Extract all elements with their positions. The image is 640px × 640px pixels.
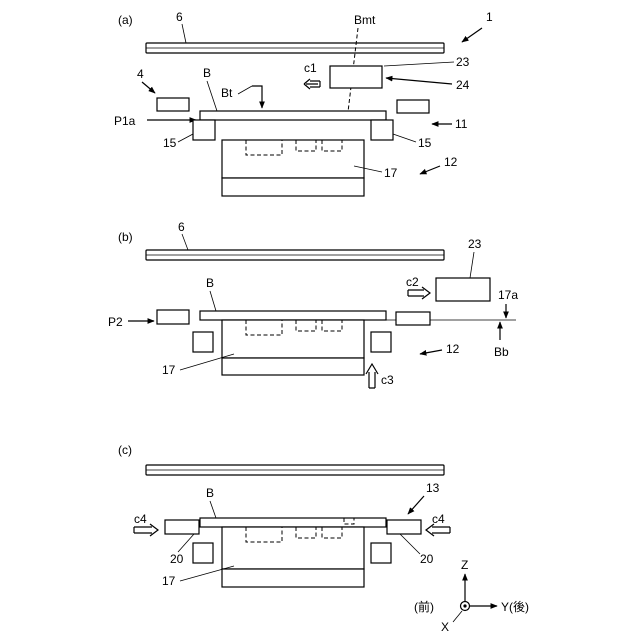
- label-b: B: [206, 486, 214, 500]
- label-c2: c2: [406, 275, 419, 289]
- label-23: 23: [468, 237, 482, 251]
- panel-a-label: (a): [118, 13, 133, 27]
- label-23: 23: [456, 55, 470, 69]
- head-23: [436, 278, 490, 301]
- side-guide-right: [397, 100, 429, 113]
- label-1: 1: [486, 10, 493, 24]
- axis-y-label: Y(後): [501, 600, 529, 614]
- side-guide-right: [396, 312, 430, 325]
- side-guide-left: [157, 98, 189, 111]
- axis-front-label: (前): [414, 599, 434, 614]
- label-17a: 17a: [498, 288, 518, 302]
- label-17: 17: [162, 363, 176, 377]
- label-6: 6: [176, 10, 183, 24]
- backup-17: [222, 140, 364, 178]
- arrow-c3: [366, 364, 378, 388]
- label-11: 11: [455, 117, 468, 131]
- label-20-right: 20: [420, 552, 434, 566]
- head-23: [330, 66, 382, 88]
- label-17: 17: [162, 574, 176, 588]
- label-12: 12: [446, 342, 460, 356]
- block-right: [371, 332, 391, 352]
- backup-17: [222, 527, 364, 569]
- panel-c-label: (c): [118, 443, 132, 457]
- block-right: [371, 543, 391, 563]
- axis-z-label: Z: [461, 558, 468, 572]
- label-20-left: 20: [170, 552, 184, 566]
- label-12: 12: [444, 155, 458, 169]
- clamp-15-left: [193, 120, 215, 140]
- arrow-c1: [304, 79, 320, 89]
- label-b: B: [206, 276, 214, 290]
- board-b: [200, 518, 386, 527]
- label-15-right: 15: [418, 136, 432, 150]
- side-guide-left: [157, 310, 189, 324]
- board-b: [200, 111, 386, 120]
- backup-17: [222, 320, 364, 358]
- label-13: 13: [426, 481, 440, 495]
- clamp-15-right: [371, 120, 393, 140]
- label-b: B: [203, 66, 211, 80]
- axis-indicator: Z Y(後) (前) X: [414, 558, 529, 634]
- label-bmt: Bmt: [354, 13, 376, 27]
- block-left: [193, 332, 213, 352]
- panel-a: (a) 6 1 Bmt 23 24 c1 4 B Bt: [114, 10, 493, 196]
- label-24: 24: [456, 78, 470, 92]
- label-bb: Bb: [494, 345, 509, 359]
- label-c4-left: c4: [134, 512, 147, 526]
- label-bt: Bt: [221, 86, 233, 100]
- label-p2: P2: [108, 315, 123, 329]
- panel-b-label: (b): [118, 230, 133, 244]
- label-17: 17: [384, 166, 398, 180]
- axis-x-label: X: [441, 620, 449, 634]
- label-4: 4: [137, 67, 144, 81]
- panel-c: (c) 13 B 20 20 c4 c4 17: [118, 443, 450, 588]
- label-c4-right: c4: [432, 512, 445, 526]
- label-15-left: 15: [163, 136, 177, 150]
- label-6: 6: [178, 220, 185, 234]
- label-c3: c3: [381, 373, 394, 387]
- block-left: [193, 543, 213, 563]
- label-p1a: P1a: [114, 114, 136, 128]
- board-b: [200, 311, 386, 320]
- clamp-20-left: [165, 520, 199, 534]
- panel-b: (b) 6 23 c2 17a P2 B Bb: [108, 220, 518, 388]
- label-c1: c1: [304, 61, 317, 75]
- clamp-20-right: [387, 520, 421, 534]
